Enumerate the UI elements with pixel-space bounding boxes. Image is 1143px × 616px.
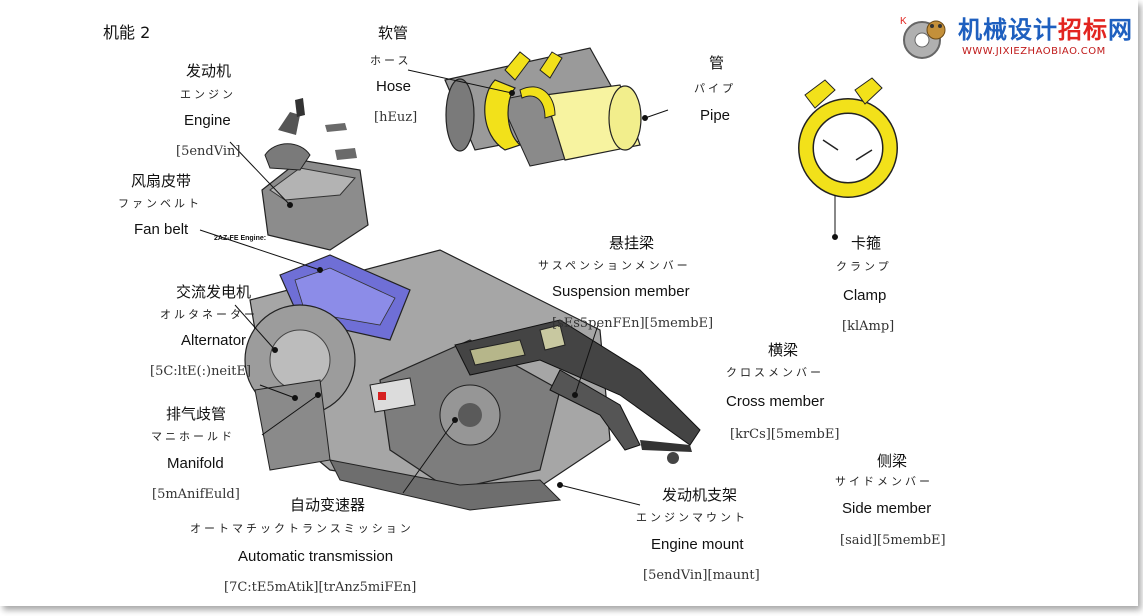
side-member-zh: 侧梁 (877, 452, 908, 470)
suspension-member-jp: サスペンションメンバー (538, 259, 691, 272)
hose-zh: 软管 (378, 24, 409, 42)
fan-belt-jp: ファンベルト (118, 197, 202, 210)
engine-en: Engine (184, 112, 231, 129)
hose-ph: [hEuz] (374, 110, 418, 125)
logo-text: 机械设计招标网 (958, 16, 1133, 44)
engine-mount-ph: [5endVin][maunt] (643, 568, 760, 583)
gear-bear-logo-icon: K (900, 16, 946, 59)
engine-mount-zh: 发动机支架 (662, 486, 738, 504)
suspension-member-en: Suspension member (552, 283, 690, 300)
alternator-jp: オルタネーター (160, 308, 258, 321)
alternator-zh: 交流发电机 (176, 283, 252, 301)
clamp-jp: クランプ (836, 260, 892, 273)
page-title: 机能 2 (103, 23, 151, 42)
suspension-member-ph: [sEs5penFEn][5membE] (552, 316, 714, 331)
automatic-transmission-jp: オートマチックトランスミッション (190, 522, 414, 535)
hose-jp: ホース (370, 54, 412, 67)
svg-text:K: K (900, 16, 907, 27)
automatic-transmission-ph: [7C:tE5mAtik][trAnz5miFEn] (224, 580, 417, 595)
cross-member-jp: クロスメンバー (726, 366, 824, 379)
clamp-ph: [klAmp] (842, 319, 895, 334)
clamp-illustration (798, 77, 898, 198)
engine-caption: 2AZ-FE Engine: (214, 235, 267, 242)
manifold-ph: [5mAnifEuld] (152, 487, 240, 502)
cross-member-ph: [krCs][5membE] (730, 427, 840, 442)
logo-url: WWW.JIXIEZHAOBIAO.COM (962, 46, 1106, 57)
side-member-en: Side member (842, 500, 932, 517)
alternator-ph: [5C:ltE(:)neitE] (150, 364, 252, 379)
clamp-en: Clamp (843, 287, 887, 304)
pipe-zh: 管 (709, 54, 725, 72)
hose-en: Hose (376, 78, 412, 95)
cross-member-zh: 横梁 (768, 341, 799, 359)
engine-zh: 发动机 (186, 62, 232, 80)
hose-pipe-illustration (444, 47, 642, 167)
engine-assembly-illustration (244, 98, 701, 511)
automatic-transmission-en: Automatic transmission (238, 548, 394, 565)
fan-belt-zh: 风扇皮带 (131, 172, 192, 190)
manifold-zh: 排气歧管 (166, 405, 227, 423)
engine-jp: エンジン (180, 88, 236, 101)
cross-member-en: Cross member (726, 393, 825, 410)
clamp-zh: 卡箍 (851, 234, 882, 252)
engine-ph: [5endVin] (176, 144, 241, 159)
suspension-member-zh: 悬挂梁 (609, 234, 655, 252)
leader-lines (199, 69, 838, 506)
engine-mount-jp: エンジンマウント (636, 511, 748, 524)
manifold-jp: マニホールド (151, 430, 235, 443)
fan-belt-en: Fan belt (134, 221, 189, 238)
pipe-en: Pipe (700, 107, 731, 124)
pipe-jp: パイプ (694, 82, 736, 95)
manifold-en: Manifold (167, 455, 224, 472)
alternator-en: Alternator (181, 332, 247, 349)
automatic-transmission-zh: 自动变速器 (290, 496, 366, 514)
side-member-ph: [said][5membE] (840, 533, 946, 548)
engine-mount-en: Engine mount (651, 536, 744, 553)
side-member-jp: サイドメンバー (835, 475, 933, 488)
